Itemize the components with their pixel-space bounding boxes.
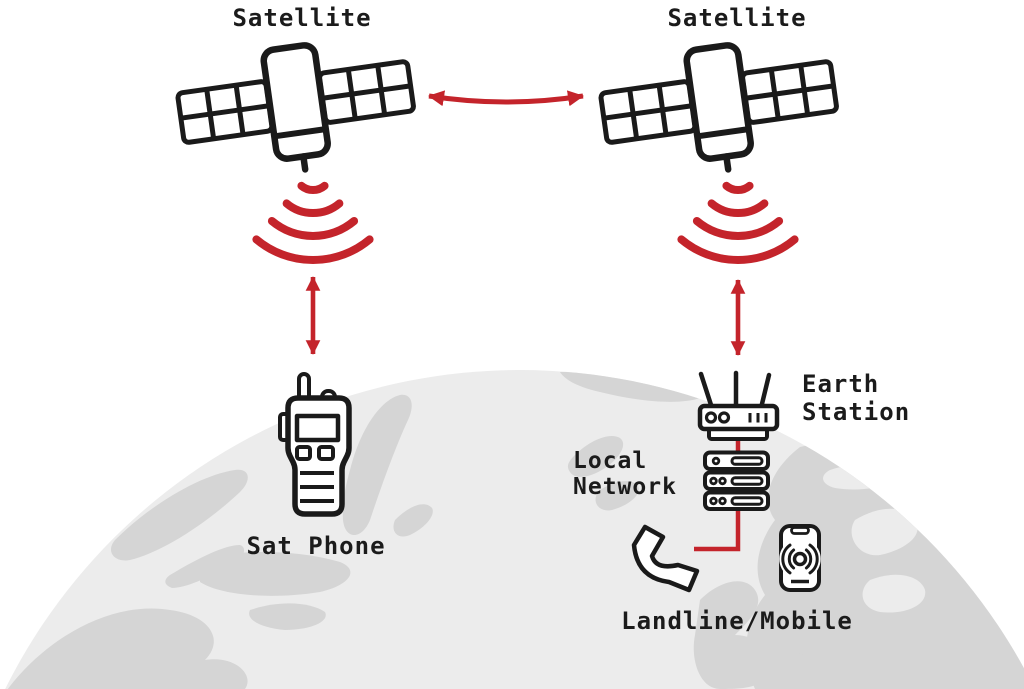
satellite-right-label: Satellite [667,4,807,32]
router-icon [697,370,780,441]
signal-waves-left [256,186,369,260]
phone-handset-icon [631,524,700,593]
landline-mobile-label: Landline/Mobile [621,607,853,635]
satellite-left-label: Satellite [232,4,372,32]
signal-waves-right [681,186,794,260]
server-stack-icon [703,450,770,511]
satellite-icon-right [596,31,843,185]
inter-satellite-arrow [428,90,584,107]
earth-station-label: Earth Station [802,370,911,426]
satellite-icon-left [173,31,420,185]
local-network-label: Local Network [573,448,677,500]
sat-phone-label: Sat Phone [246,532,386,560]
walkie-talkie-icon [278,372,352,517]
mobile-phone-icon [779,524,821,592]
